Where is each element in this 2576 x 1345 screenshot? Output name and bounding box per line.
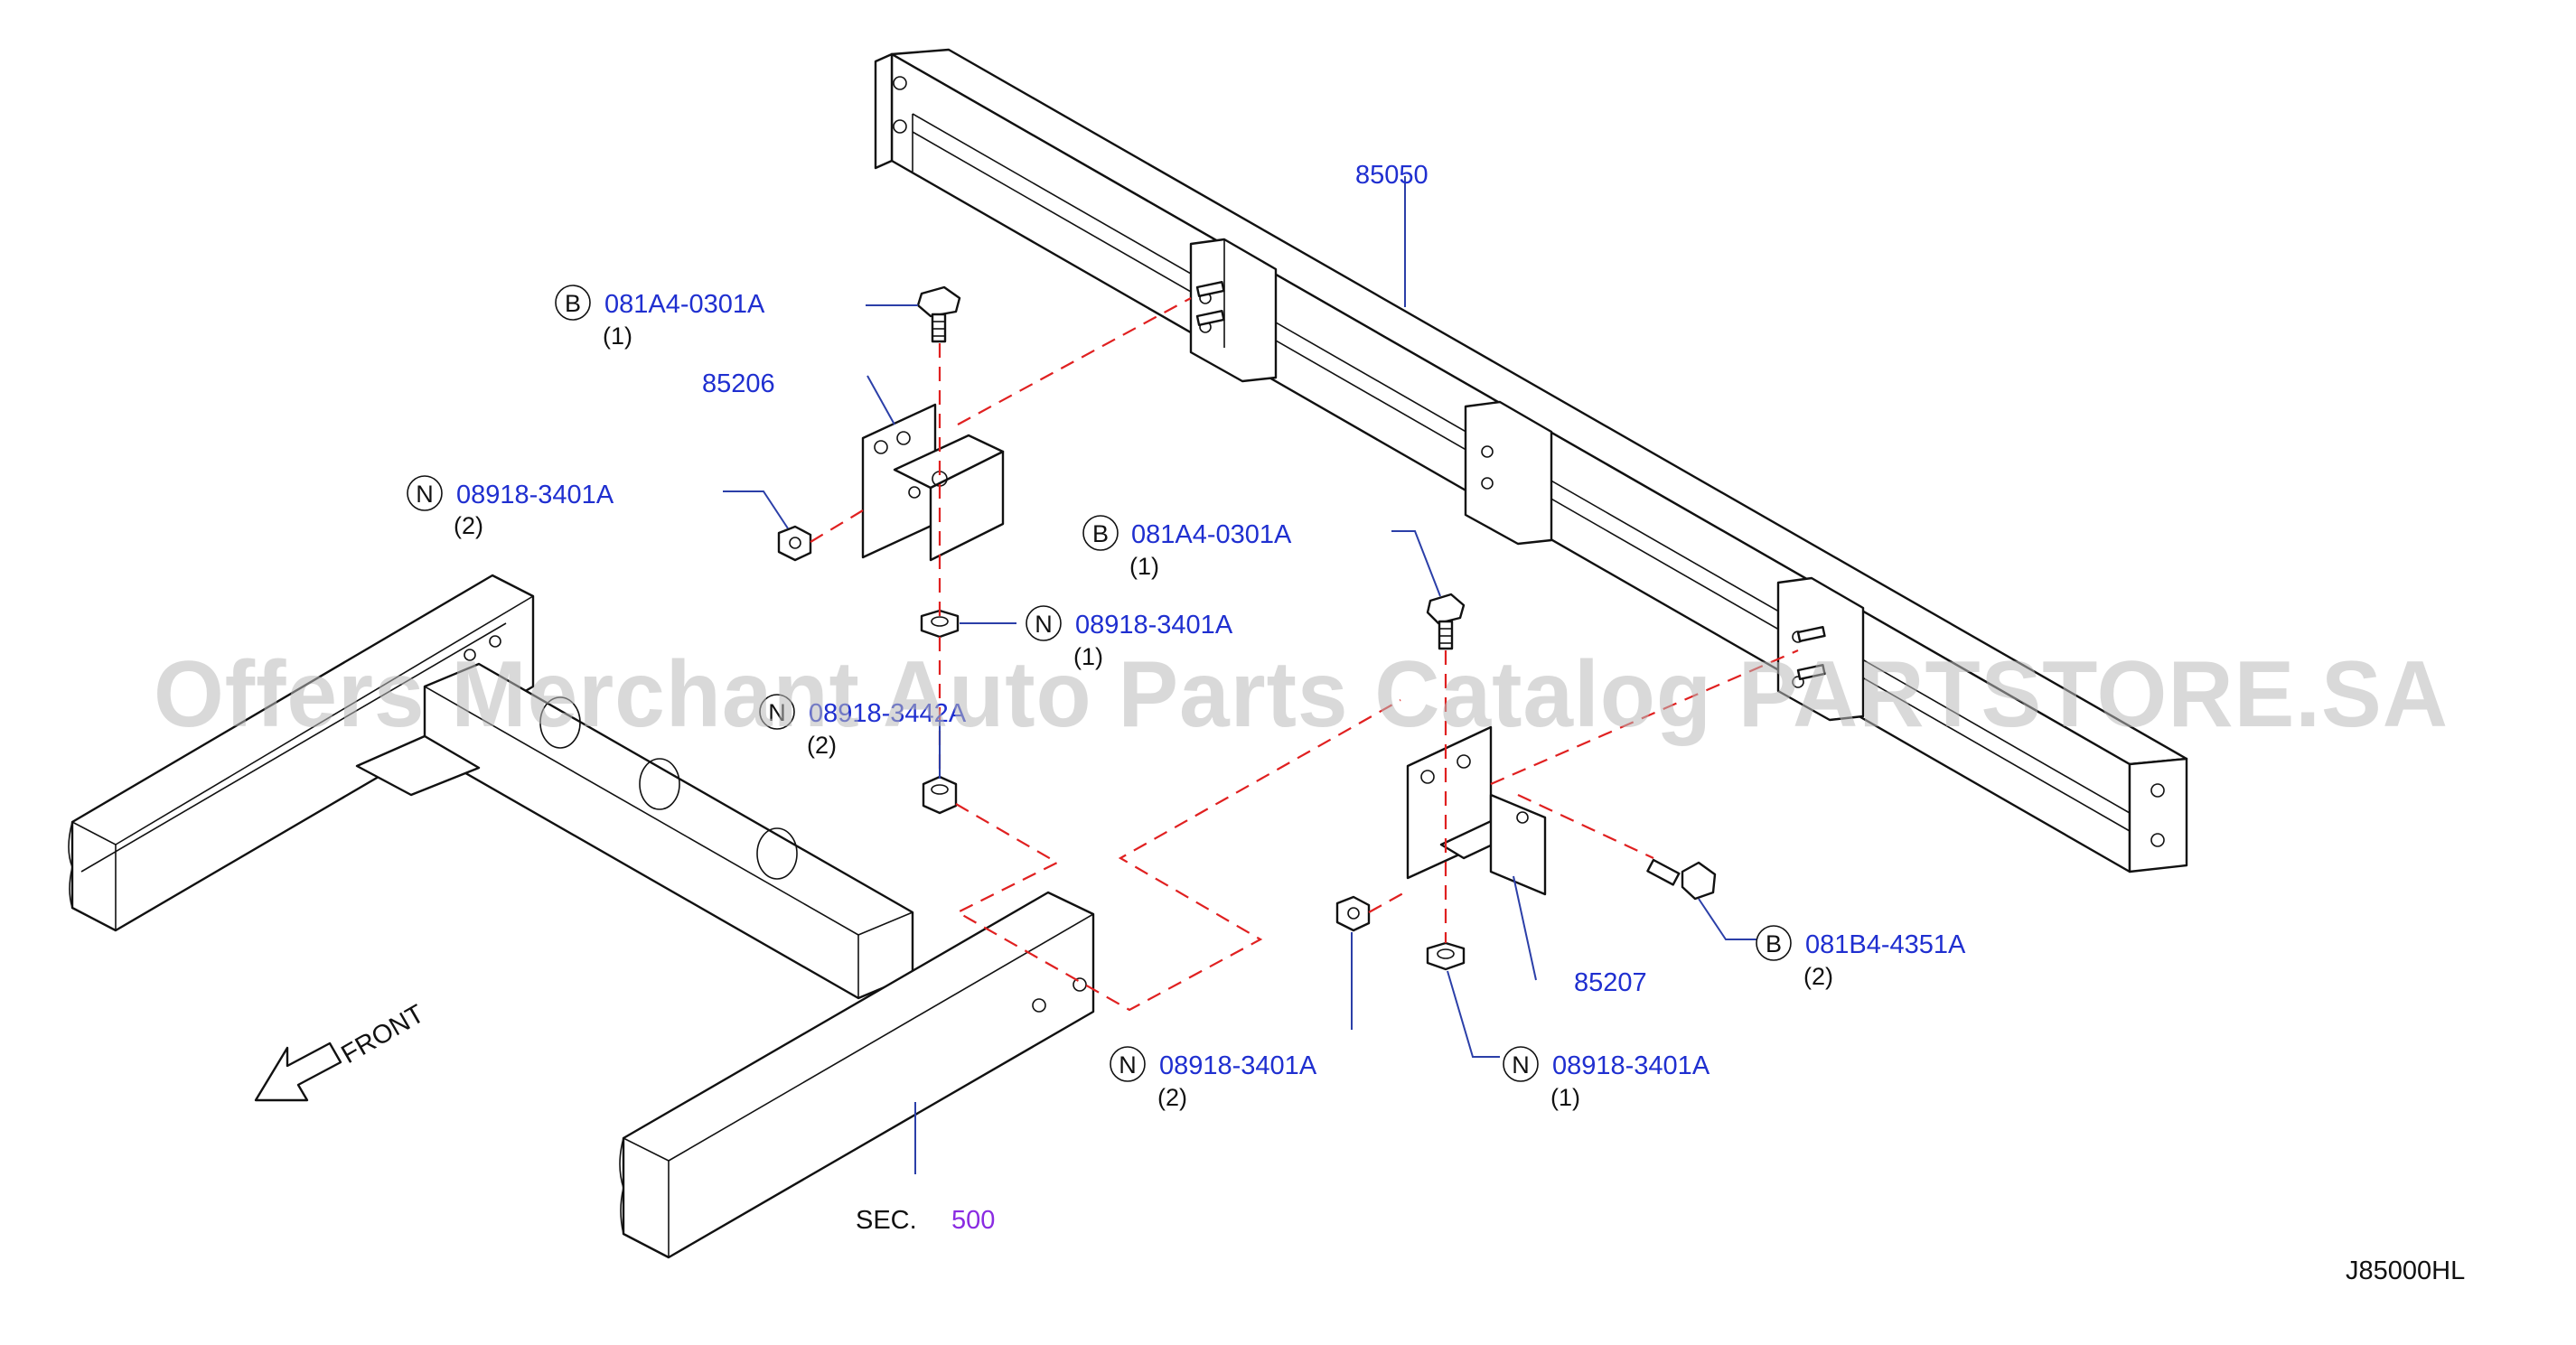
bolt-symbol: B <box>565 290 581 317</box>
frame-member <box>68 574 1095 1259</box>
nut-symbol-circle <box>759 694 795 730</box>
callout-bolt-right[interactable]: B 081B4-4351A (2) <box>1756 925 1966 990</box>
callout-nut-right-a[interactable]: N 08918-3401A (2) <box>1110 1046 1317 1111</box>
nut-part-number: 08918-3401A <box>1552 1051 1710 1080</box>
bolt-symbol-circle <box>1756 925 1792 961</box>
bracket-left-part-number: 85206 <box>702 369 775 398</box>
callout-bracket-85207[interactable]: 85207 <box>1574 968 1647 997</box>
nut-symbol-circle <box>1503 1046 1539 1082</box>
fastener-bolt-top-left <box>916 285 961 343</box>
nut-symbol: N <box>1035 611 1053 638</box>
callout-bolt-top-left[interactable]: B 081A4-0301A (1) <box>555 285 765 350</box>
nut-symbol-circle <box>407 475 443 511</box>
bolt-part-number: 081B4-4351A <box>1805 930 1966 959</box>
bolt-quantity: (2) <box>1803 963 1833 990</box>
callout-rail-85050[interactable]: 85050 <box>1355 161 1429 190</box>
nut-symbol-circle <box>1026 605 1062 641</box>
nut-quantity: (2) <box>807 732 837 759</box>
front-arrow-icon <box>254 1041 342 1102</box>
bolt-quantity: (1) <box>1129 553 1159 580</box>
bracket-right-part-number: 85207 <box>1574 968 1647 997</box>
section-number: 500 <box>951 1206 995 1235</box>
callout-bolt-top-mid[interactable]: B 081A4-0301A (1) <box>1082 515 1292 580</box>
bolt-symbol-circle <box>555 285 591 321</box>
nut-symbol: N <box>416 481 434 508</box>
callout-nut-left-bottom[interactable]: N 08918-3401A (1) <box>1026 605 1233 670</box>
front-direction-indicator: FRONT <box>254 999 430 1102</box>
callout-nut-left-side[interactable]: N 08918-3401A (2) <box>407 475 614 539</box>
assembly-guide-lines <box>810 297 1799 1012</box>
nut-part-number: 08918-3401A <box>1159 1051 1317 1080</box>
fastener-nut-right-b <box>1426 941 1466 971</box>
rail-part-number: 85050 <box>1355 161 1429 190</box>
watermark-text: Offers Merchant Auto Parts Catalog PARTS… <box>154 642 2449 747</box>
nut-symbol: N <box>1512 1051 1530 1079</box>
nut-quantity: (1) <box>1073 643 1103 670</box>
section-reference[interactable]: SEC. 500 <box>856 1206 995 1235</box>
front-label: FRONT <box>337 999 430 1069</box>
nut-part-number: 08918-3401A <box>1075 611 1233 640</box>
diagram-code: J85000HL <box>2346 1256 2465 1285</box>
callout-nut-right-b[interactable]: N 08918-3401A (1) <box>1503 1046 1710 1111</box>
fastener-nut-right-a <box>1335 895 1371 932</box>
nut-symbol: N <box>768 699 786 726</box>
bolt-symbol: B <box>1766 930 1782 957</box>
leader-lines <box>723 176 1757 1174</box>
callout-bracket-85206[interactable]: 85206 <box>702 369 775 398</box>
bolt-symbol-circle <box>1082 515 1119 551</box>
nut-quantity: (2) <box>1157 1084 1187 1111</box>
nut-symbol: N <box>1119 1051 1137 1079</box>
fastener-nut-left-side <box>777 525 812 562</box>
bracket-85206 <box>861 403 1005 562</box>
fastener-nut-obscured <box>922 775 958 815</box>
nut-part-number: 08918-3401A <box>456 481 614 509</box>
rear-rail-85050 <box>874 48 2188 873</box>
bracket-85207 <box>1406 725 1547 896</box>
nut-quantity: (2) <box>454 512 483 539</box>
fastener-bolt-right <box>1646 858 1717 901</box>
bolt-part-number: 081A4-0301A <box>604 290 765 319</box>
bolt-part-number: 081A4-0301A <box>1131 520 1292 549</box>
bolt-symbol: B <box>1092 520 1109 547</box>
bolt-quantity: (1) <box>603 322 632 350</box>
section-label: SEC. <box>856 1206 917 1235</box>
nut-symbol-circle <box>1110 1046 1146 1082</box>
nut-quantity: (1) <box>1550 1084 1580 1111</box>
fastener-bolt-top-mid <box>1426 593 1466 650</box>
callout-nut-obscured[interactable]: N 08918-3442A (2) <box>759 694 967 759</box>
nut-part-number: 08918-3442A <box>809 699 967 728</box>
